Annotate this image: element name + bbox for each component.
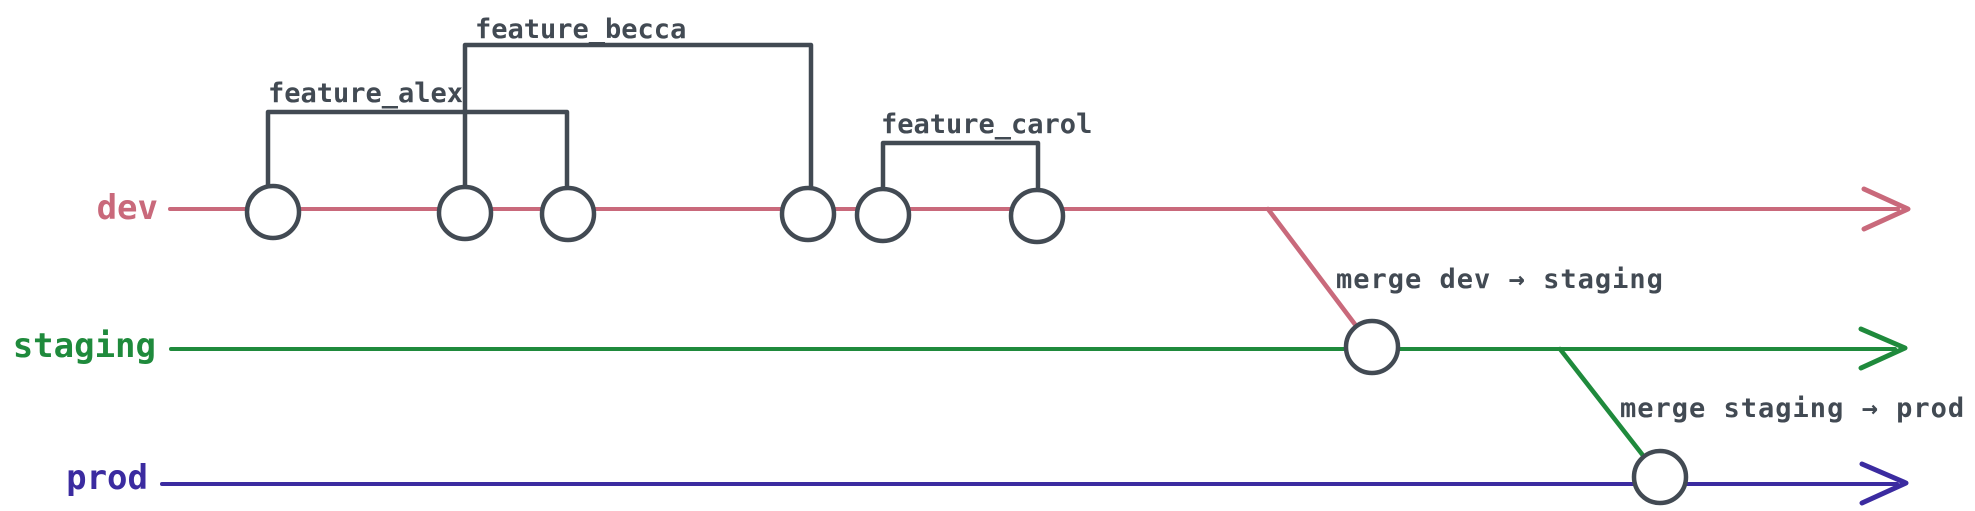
merge-dev-staging-label: merge dev → staging (1336, 264, 1664, 295)
feature-carol-bracket (880, 140, 1041, 195)
dev-branch-label: dev (97, 188, 158, 228)
dev-commit-3 (539, 185, 597, 243)
commit-nodes (244, 183, 1689, 506)
prod-merge-commit (1631, 448, 1689, 506)
staging-arrow-head-icon (1858, 326, 1908, 371)
dev-commit-2 (436, 184, 494, 242)
annotation-labels: feature_alex feature_becca feature_carol… (268, 14, 1965, 424)
prod-branch-label: prod (66, 458, 148, 498)
dev-commit-6 (1008, 187, 1066, 245)
feature-becca-label: feature_becca (475, 14, 686, 45)
feature-alex-bracket (265, 109, 570, 192)
prod-arrow-head-icon (1859, 461, 1909, 506)
dev-commit-5 (854, 186, 912, 244)
merge-dev-to-staging-edge (1265, 206, 1360, 330)
staging-branch (169, 326, 1908, 461)
feature-becca-bracket (462, 42, 814, 193)
feature-carol-label: feature_carol (881, 109, 1092, 140)
dev-commit-4 (779, 185, 837, 243)
prod-branch (160, 461, 1909, 506)
feature-alex-label: feature_alex (268, 78, 463, 109)
staging-branch-label: staging (13, 326, 156, 366)
dev-commit-1 (244, 183, 302, 241)
merge-staging-to-prod-edge (1557, 346, 1648, 461)
dev-arrow-head-icon (1861, 186, 1911, 232)
staging-merge-commit (1343, 318, 1401, 376)
feature-brackets (265, 42, 1041, 195)
merge-staging-prod-label: merge staging → prod (1620, 393, 1965, 424)
